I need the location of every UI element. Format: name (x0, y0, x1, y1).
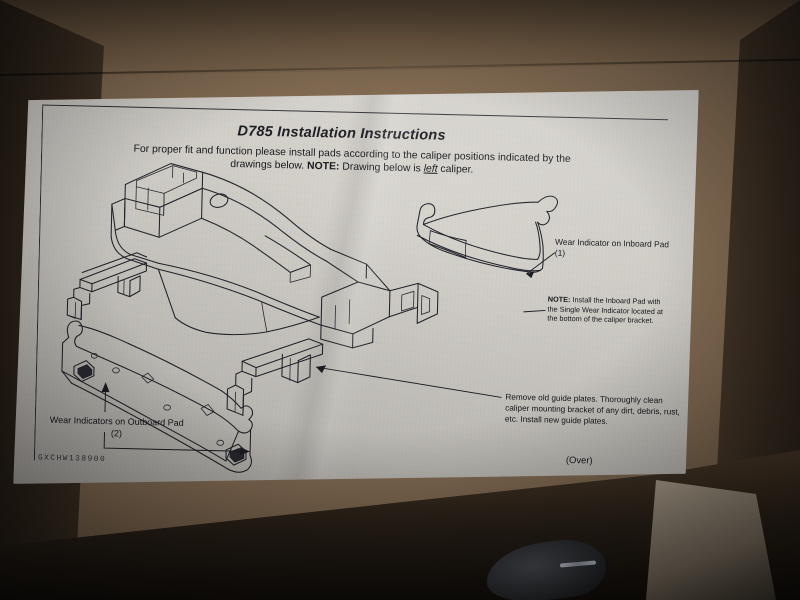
photo-scene: D785 Installation Instructions For prope… (0, 0, 800, 600)
scene-vignette (0, 0, 800, 600)
